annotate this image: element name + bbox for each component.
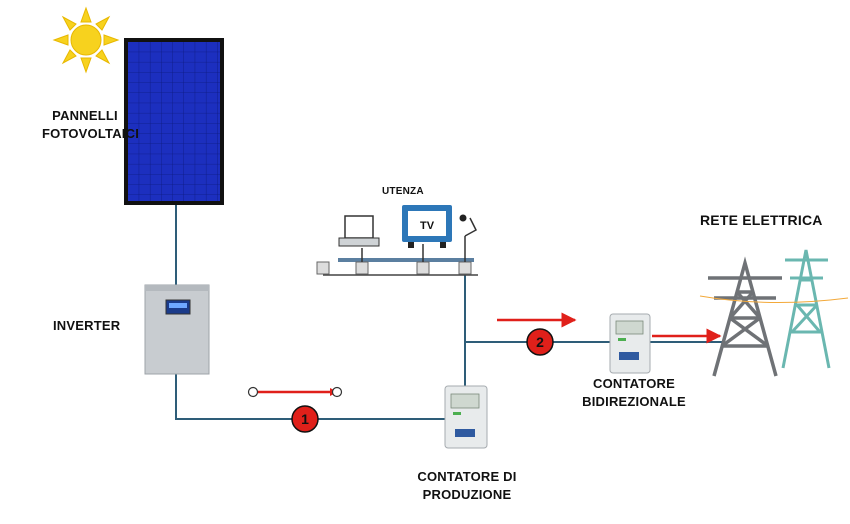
terminal-left [247,386,259,398]
sun-icon [52,6,120,74]
label-utenza: UTENZA [382,186,424,197]
tv-label: TV [420,220,435,232]
label-contatore-bidirezionale: CONTATORE BIDIREZIONALE [582,376,686,409]
wire-inverter-to-meter [175,374,445,420]
label-contatore-produzione: CONTATORE DI PRODUZIONE [417,469,517,502]
marker-1: 1 [291,405,319,433]
marker-2-label: 2 [536,334,544,350]
laptop-icon [338,215,380,247]
wiring [175,205,722,420]
marker-2: 2 [526,328,554,356]
bidirectional-meter-icon [609,313,651,374]
flow-arrows [247,312,722,398]
utenza-network [316,236,478,276]
electricity-pylon-icon [699,249,849,377]
marker-1-label: 1 [301,411,309,427]
terminal-right [331,386,343,398]
tv-icon: TV [402,205,452,248]
label-rete-elettrica: RETE ELETTRICA [700,212,823,228]
inverter-icon [144,284,210,375]
label-pannelli-fotovoltaici: PANNELLI FOTOVOLTAICI [42,108,140,141]
lamp-icon [459,214,477,237]
label-inverter: INVERTER [53,318,121,333]
solar-panel-icon [124,38,224,205]
production-meter-icon [444,385,488,449]
